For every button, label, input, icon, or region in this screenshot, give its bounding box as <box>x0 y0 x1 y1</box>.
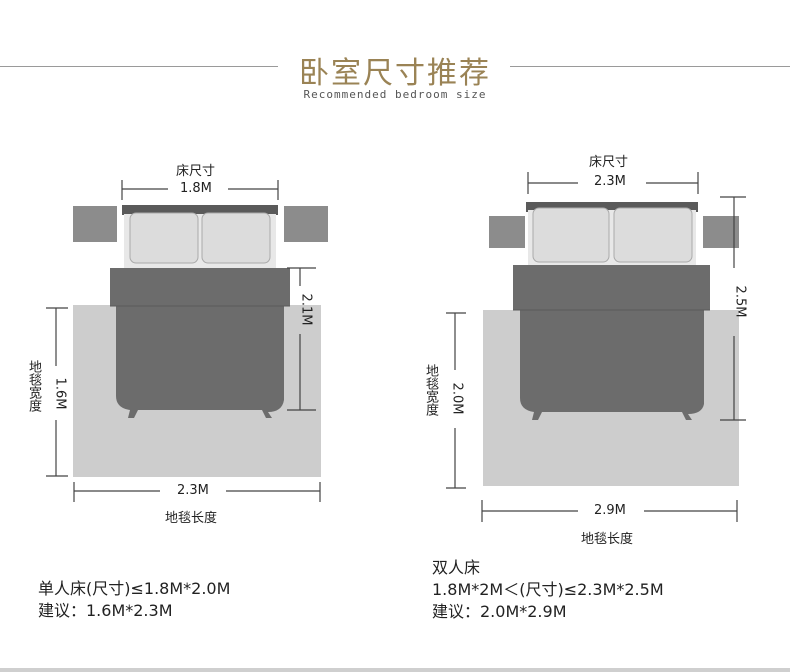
single-note-line1: 单人床(尺寸)≤1.8M*2.0M <box>38 579 231 598</box>
single-nightstand-left <box>73 206 117 242</box>
double-headboard <box>526 202 698 212</box>
single-bed-diagram <box>46 180 328 502</box>
single-duvet <box>110 268 290 418</box>
footer-bar <box>0 668 790 672</box>
single-rug-length: 2.3M <box>177 483 209 498</box>
single-rug-width-label: 地毯宽度 <box>26 360 41 412</box>
single-note: 单人床(尺寸)≤1.8M*2.0M 建议：1.6M*2.3M <box>38 578 230 622</box>
double-rug-width-label: 地毯宽度 <box>423 364 438 416</box>
double-pillow-right <box>613 207 693 263</box>
double-rug-width: 2.0M <box>449 382 465 415</box>
single-bed-width: 1.8M <box>180 181 212 196</box>
double-note: 双人床 1.8M*2M＜(尺寸)≤2.3M*2.5M 建议：2.0M*2.9M <box>432 557 664 623</box>
double-pillow-left <box>532 207 610 263</box>
double-note-line2: 建议：2.0M*2.9M <box>432 602 567 621</box>
double-duvet <box>513 265 710 420</box>
page-title: 卧室尺寸推荐 <box>299 56 491 91</box>
single-headboard <box>122 205 278 215</box>
double-rug-length-label: 地毯长度 <box>581 532 634 547</box>
single-bed-length: 2.1M <box>298 293 314 326</box>
header-rule-right <box>510 66 790 67</box>
single-pillow-right <box>201 212 271 264</box>
double-rug-length: 2.9M <box>594 503 626 518</box>
header-rule-left <box>0 66 278 67</box>
double-note-line1: 1.8M*2M＜(尺寸)≤2.3M*2.5M <box>432 580 664 599</box>
double-bed-length: 2.5M <box>732 285 748 318</box>
single-rug-length-label: 地毯长度 <box>165 511 218 526</box>
double-bed-diagram <box>446 172 746 522</box>
double-note-line0: 双人床 <box>432 558 481 577</box>
double-nightstand-right <box>703 216 739 248</box>
single-nightstand-right <box>284 206 328 242</box>
single-pillow-left <box>129 212 199 264</box>
double-nightstand-left <box>489 216 525 248</box>
double-bed-width: 2.3M <box>594 174 626 189</box>
single-rug-width: 1.6M <box>52 377 68 410</box>
page-subtitle: Recommended bedroom size <box>303 88 487 101</box>
double-bed-size-label: 床尺寸 <box>589 155 629 170</box>
single-bed-size-label: 床尺寸 <box>176 164 216 179</box>
single-note-line2: 建议：1.6M*2.3M <box>38 601 173 620</box>
